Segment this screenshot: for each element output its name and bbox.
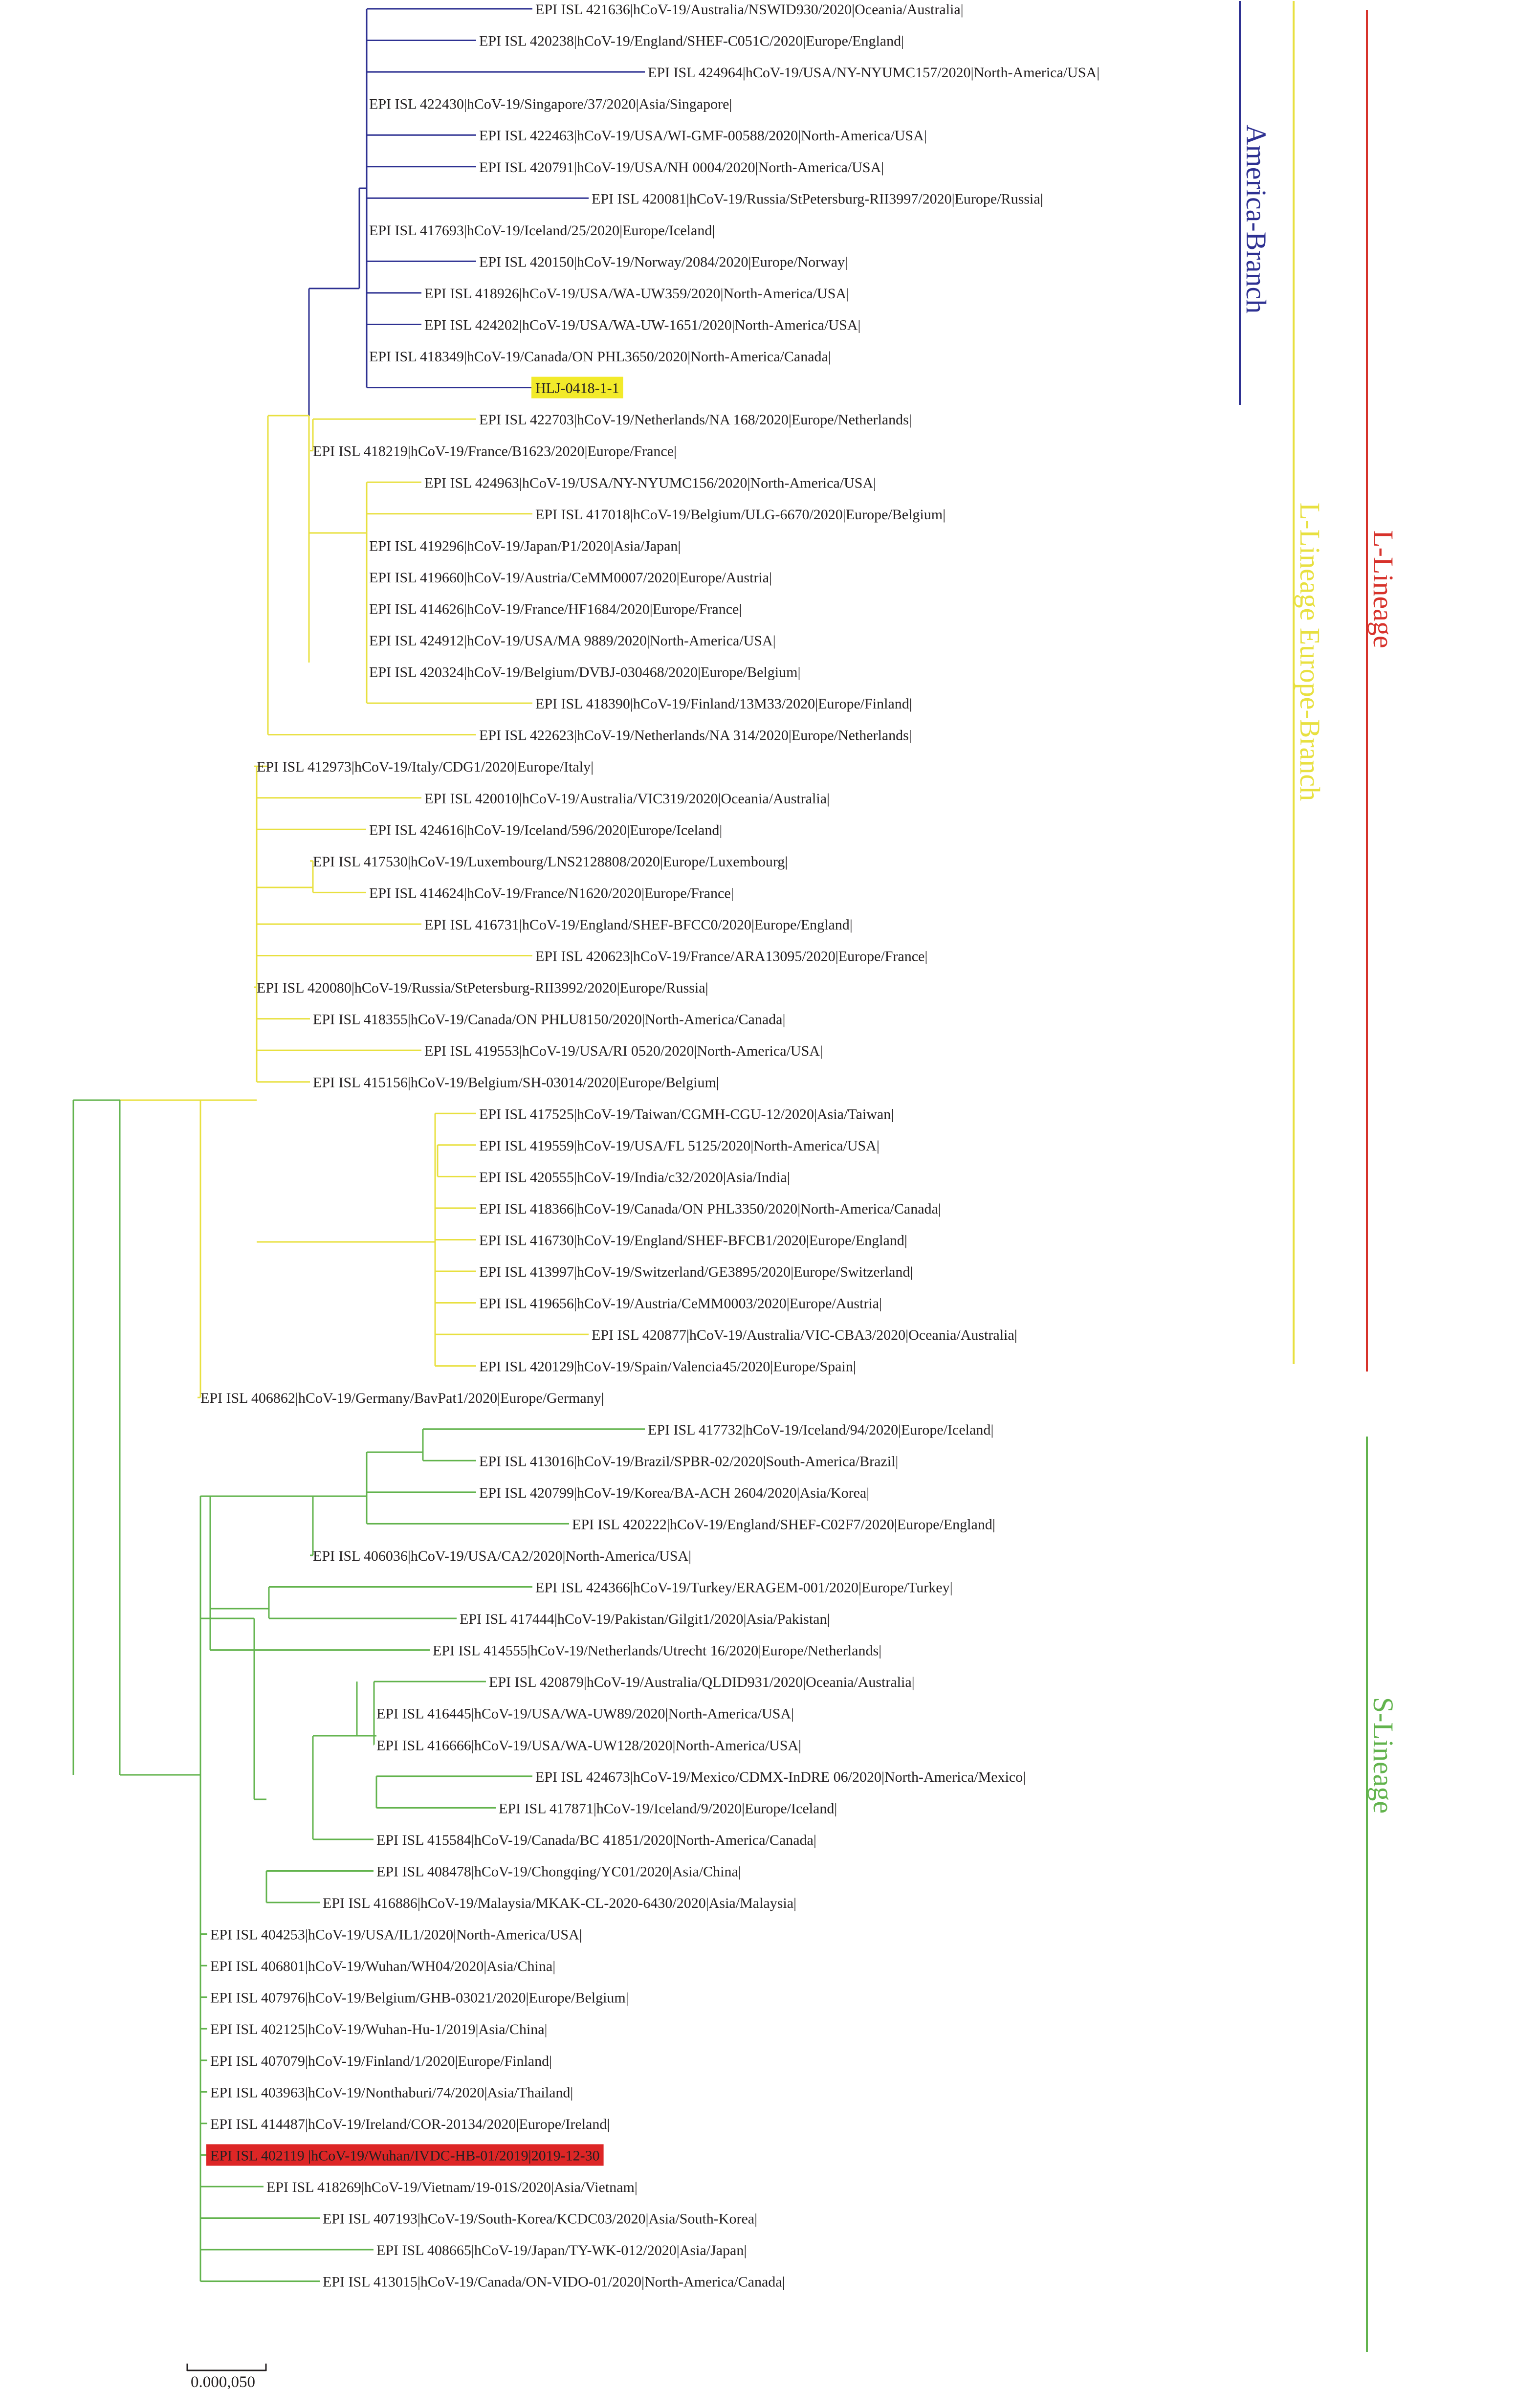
scale-bar-label: 0.000,050 (191, 2373, 255, 2389)
leaf-label: EPI ISL 407193|hCoV-19/South-Korea/KCDC0… (323, 2211, 757, 2227)
leaf-label: EPI ISL 424963|hCoV-19/USA/NY-NYUMC156/2… (424, 475, 876, 491)
leaf-label: EPI ISL 417444|hCoV-19/Pakistan/Gilgit1/… (460, 1611, 830, 1627)
leaf-label: EPI ISL 406036|hCoV-19/USA/CA2/2020|Nort… (313, 1548, 691, 1564)
leaf-label: EPI ISL 424366|hCoV-19/Turkey/ERAGEM-001… (535, 1580, 953, 1596)
leaf-label: EPI ISL 415156|hCoV-19/Belgium/SH-03014/… (313, 1075, 719, 1091)
leaf-label: EPI ISL 418390|hCoV-19/Finland/13M33/202… (535, 696, 912, 712)
leaf-label: EPI ISL 416886|hCoV-19/Malaysia/MKAK-CL-… (323, 1895, 796, 1911)
l-lineage-clade: L-Lineage (1366, 10, 1399, 1371)
leaf-label: EPI ISL 419296|hCoV-19/Japan/P1/2020|Asi… (369, 538, 681, 554)
leaf-label: EPI ISL 417693|hCoV-19/Iceland/25/2020|E… (369, 222, 715, 239)
leaf-label: EPI ISL 421636|hCoV-19/Australia/NSWID93… (535, 1, 964, 18)
leaf-highlight (531, 376, 623, 398)
leaf-label: EPI ISL 417732|hCoV-19/Iceland/94/2020|E… (648, 1422, 993, 1438)
leaf-label: EPI ISL 408665|hCoV-19/Japan/TY-WK-012/2… (376, 2242, 747, 2258)
leaf-label: EPI ISL 420150|hCoV-19/Norway/2084/2020|… (479, 254, 848, 270)
leaf-label: EPI ISL 414624|hCoV-19/France/N1620/2020… (369, 885, 734, 901)
leaf-label: EPI ISL 414487|hCoV-19/Ireland/COR-20134… (210, 2116, 610, 2132)
leaf-label: EPI ISL 422703|hCoV-19/Netherlands/NA 16… (479, 412, 912, 428)
leaf-label: EPI ISL 418355|hCoV-19/Canada/ON PHLU815… (313, 1012, 786, 1028)
leaf-label: EPI ISL 417530|hCoV-19/Luxembourg/LNS212… (313, 854, 788, 870)
leaf-label: EPI ISL 416445|hCoV-19/USA/WA-UW89/2020|… (376, 1706, 794, 1722)
leaf-label: EPI ISL 406801|hCoV-19/Wuhan/WH04/2020|A… (210, 1958, 555, 1974)
leaf-label: EPI ISL 419559|hCoV-19/USA/FL 5125/2020|… (479, 1138, 880, 1154)
leaf-label: EPI ISL 418219|hCoV-19/France/B1623/2020… (313, 443, 677, 460)
leaf-label: EPI ISL 416730|hCoV-19/England/SHEF-BFCB… (479, 1232, 907, 1248)
leaf-label: EPI ISL 420080|hCoV-19/Russia/StPetersbu… (257, 980, 708, 996)
america-branch-clade: America-Branch (1239, 1, 1272, 405)
leaf-label: EPI ISL 414555|hCoV-19/Netherlands/Utrec… (433, 1643, 881, 1659)
leaf-label: EPI ISL 416731|hCoV-19/England/SHEF-BFCC… (424, 917, 853, 933)
leaf-label: HLJ-0418-1-1 (535, 380, 619, 397)
america-branch-label: America-Branch (1240, 125, 1272, 313)
leaf-label: EPI ISL 402125|hCoV-19/Wuhan-Hu-1/2019|A… (210, 2021, 548, 2037)
leaf-label: EPI ISL 407079|hCoV-19/Finland/1/2020|Eu… (210, 2053, 552, 2069)
leaf-label: EPI ISL 418926|hCoV-19/USA/WA-UW359/2020… (424, 286, 849, 302)
leaf-label: EPI ISL 420010|hCoV-19/Australia/VIC319/… (424, 791, 830, 807)
leaf-label: EPI ISL 422463|hCoV-19/USA/WI-GMF-00588/… (479, 128, 927, 144)
leaf-label: EPI ISL 422623|hCoV-19/Netherlands/NA 31… (479, 728, 912, 744)
leaf-label: EPI ISL 420799|hCoV-19/Korea/BA-ACH 2604… (479, 1485, 869, 1501)
s-lineage-clade: S-Lineage (1366, 1437, 1399, 2352)
leaf-label: EPI ISL 408478|hCoV-19/Chongqing/YC01/20… (376, 1863, 741, 1880)
leaf-label: EPI ISL 420791|hCoV-19/USA/NH 0004/2020|… (479, 159, 884, 176)
leaf-label: EPI ISL 402119 |hCoV-19/Wuhan/IVDC-HB-01… (210, 2147, 600, 2164)
europe-branch-label: L-Lineage Europe-Branch (1294, 503, 1326, 801)
leaf-label: EPI ISL 417871|hCoV-19/Iceland/9/2020|Eu… (499, 1800, 837, 1816)
leaf-highlight (206, 2144, 604, 2166)
s-lineage-label: S-Lineage (1367, 1697, 1399, 1814)
leaf-label: EPI ISL 419553|hCoV-19/USA/RI 0520/2020|… (424, 1043, 823, 1059)
leaf-label: EPI ISL 420222|hCoV-19/England/SHEF-C02F… (572, 1516, 995, 1532)
leaf-label: EPI ISL 424673|hCoV-19/Mexico/CDMX-InDRE… (535, 1769, 1026, 1785)
leaf-label: EPI ISL 422430|hCoV-19/Singapore/37/2020… (369, 96, 732, 112)
leaf-label: EPI ISL 420081|hCoV-19/Russia/StPetersbu… (592, 191, 1043, 207)
leaf-label: EPI ISL 413015|hCoV-19/Canada/ON-VIDO-01… (323, 2274, 785, 2290)
leaf-labels: EPI ISL 421636|hCoV-19/Australia/NSWID93… (200, 1, 1100, 2290)
leaf-label: EPI ISL 413016|hCoV-19/Brazil/SPBR-02/20… (479, 1453, 898, 1469)
leaf-label: EPI ISL 418349|hCoV-19/Canada/ON PHL3650… (369, 349, 831, 365)
leaf-label: EPI ISL 424202|hCoV-19/USA/WA-UW-1651/20… (424, 317, 860, 333)
leaf-label: EPI ISL 420238|hCoV-19/England/SHEF-C051… (479, 33, 904, 49)
leaf-label: EPI ISL 419660|hCoV-19/Austria/CeMM0007/… (369, 570, 772, 586)
scale-bar: 0.000,050 (186, 2364, 267, 2389)
leaf-label: EPI ISL 417525|hCoV-19/Taiwan/CGMH-CGU-1… (479, 1106, 894, 1122)
leaf-label: EPI ISL 413997|hCoV-19/Switzerland/GE389… (479, 1264, 913, 1280)
leaf-label: EPI ISL 420623|hCoV-19/France/ARA13095/2… (535, 949, 927, 965)
leaf-label: EPI ISL 407976|hCoV-19/Belgium/GHB-03021… (210, 1990, 629, 2006)
leaf-label: EPI ISL 418269|hCoV-19/Vietnam/19-01S/20… (266, 2179, 638, 2195)
leaf-label: EPI ISL 403963|hCoV-19/Nonthaburi/74/202… (210, 2084, 573, 2101)
leaf-label: EPI ISL 419656|hCoV-19/Austria/CeMM0003/… (479, 1296, 882, 1312)
europe-branch-clade: L-Lineage Europe-Branch (1293, 1, 1326, 1364)
tree-branches (72, 8, 645, 2282)
leaf-label: EPI ISL 420129|hCoV-19/Spain/Valencia45/… (479, 1359, 856, 1375)
leaf-label: EPI ISL 420324|hCoV-19/Belgium/DVBJ-0304… (369, 664, 800, 681)
leaf-label: EPI ISL 416666|hCoV-19/USA/WA-UW128/2020… (376, 1737, 801, 1753)
leaf-label: EPI ISL 404253|hCoV-19/USA/IL1/2020|Nort… (210, 1927, 582, 1943)
l-lineage-label: L-Lineage (1367, 530, 1399, 648)
leaf-label: EPI ISL 417018|hCoV-19/Belgium/ULG-6670/… (535, 507, 946, 523)
leaf-label: EPI ISL 418366|hCoV-19/Canada/ON PHL3350… (479, 1201, 941, 1217)
leaf-label: EPI ISL 415584|hCoV-19/Canada/BC 41851/2… (376, 1832, 816, 1848)
leaf-label: EPI ISL 424964|hCoV-19/USA/NY-NYUMC157/2… (648, 65, 1100, 81)
leaf-label: EPI ISL 420555|hCoV-19/India/c32/2020|As… (479, 1169, 790, 1185)
leaf-label: EPI ISL 406862|hCoV-19/Germany/BavPat1/2… (200, 1390, 604, 1406)
leaf-label: EPI ISL 424912|hCoV-19/USA/MA 9889/2020|… (369, 633, 776, 649)
leaf-label: EPI ISL 420879|hCoV-19/Australia/QLDID93… (489, 1674, 915, 1690)
leaf-label: EPI ISL 424616|hCoV-19/Iceland/596/2020|… (369, 822, 722, 838)
leaf-label: EPI ISL 420877|hCoV-19/Australia/VIC-CBA… (592, 1327, 1017, 1343)
leaf-label: EPI ISL 414626|hCoV-19/France/HF1684/202… (369, 601, 742, 617)
leaf-label: EPI ISL 412973|hCoV-19/Italy/CDG1/2020|E… (257, 759, 594, 775)
